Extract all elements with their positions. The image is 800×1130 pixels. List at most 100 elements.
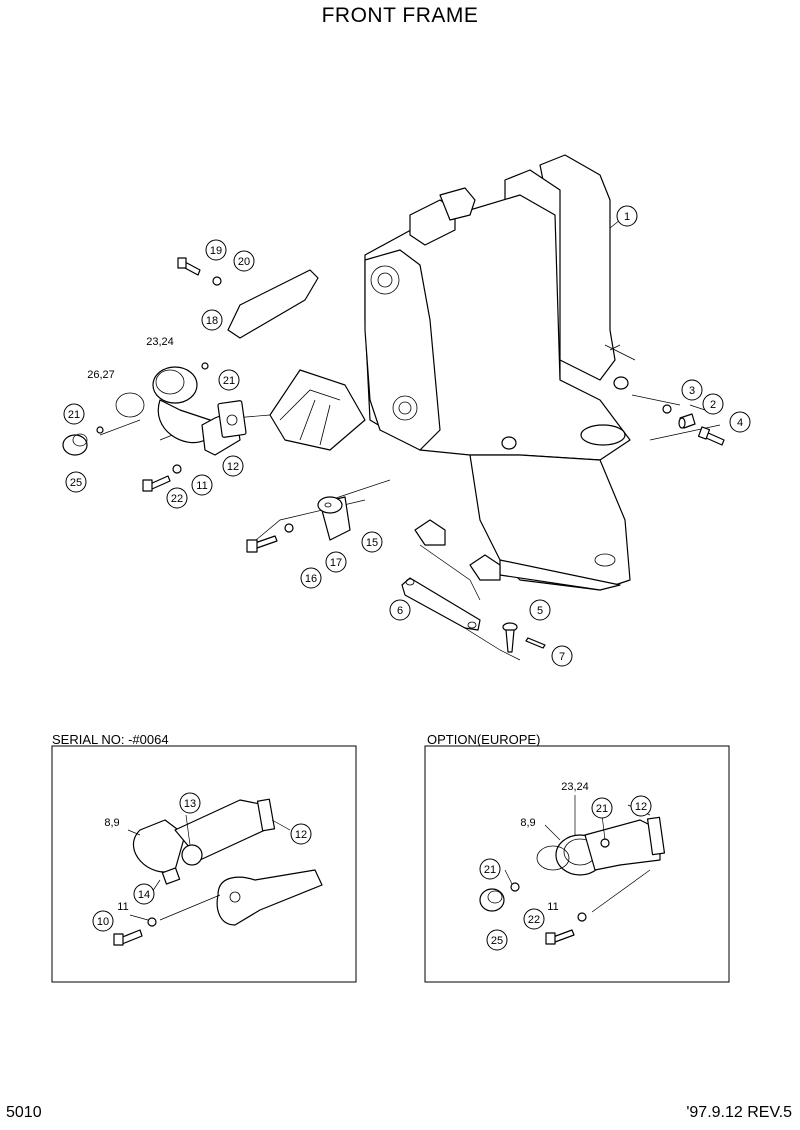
- revision-date: '97.9.12 REV.5: [686, 1104, 792, 1121]
- svg-text:18: 18: [206, 315, 218, 327]
- svg-text:21: 21: [484, 864, 496, 876]
- callout-11: 11: [191, 474, 213, 496]
- washer-3-icon: [662, 404, 672, 414]
- callout-22: 22: [166, 487, 188, 509]
- callout-1: 1: [616, 205, 638, 227]
- page-title: FRONT FRAME: [321, 4, 479, 27]
- pin-15-icon: [317, 496, 351, 541]
- callout-25: 25: [65, 471, 87, 493]
- svg-text:21: 21: [596, 803, 608, 815]
- svg-text:3: 3: [689, 385, 695, 397]
- svg-text:14: 14: [138, 889, 150, 901]
- svg-text:15: 15: [366, 537, 378, 549]
- svg-text:20: 20: [238, 256, 250, 268]
- plate-18-icon: [227, 269, 319, 339]
- callout-3: 3: [681, 379, 703, 401]
- callout-13: 13: [179, 792, 201, 814]
- callout-2: 2: [702, 393, 724, 415]
- inset-right-callouts: 8,9 11 12 21 21 22 23,24 25: [479, 781, 652, 951]
- callout-7: 7: [551, 645, 573, 667]
- svg-text:22: 22: [171, 493, 183, 505]
- callout-19: 19: [205, 239, 227, 261]
- muffler-group-icon: [115, 366, 247, 456]
- bolt-22-icon: [142, 475, 171, 492]
- svg-text:8,9: 8,9: [520, 817, 535, 829]
- svg-text:21: 21: [223, 375, 235, 387]
- callout-4: 4: [729, 411, 751, 433]
- svg-text:13: 13: [184, 798, 196, 810]
- callout-8-9: 8,9: [104, 817, 119, 829]
- callout-5: 5: [529, 599, 551, 621]
- inset-right-parts: [479, 795, 666, 945]
- svg-text:12: 12: [635, 801, 647, 813]
- washer-11-icon: [172, 464, 182, 474]
- callout-23-24: 23,24: [561, 781, 589, 793]
- callout-8-9: 8,9: [520, 817, 535, 829]
- svg-text:22: 22: [528, 914, 540, 926]
- washer-17-icon: [284, 523, 294, 533]
- svg-text:5: 5: [537, 605, 543, 617]
- callout-11: 11: [547, 901, 558, 913]
- svg-text:10: 10: [97, 916, 109, 928]
- callout-12: 12: [290, 823, 312, 845]
- callout-21-b: 21: [63, 403, 85, 425]
- callout-26-27: 26,27: [87, 369, 115, 381]
- washer-21-icon: [96, 426, 104, 434]
- callout-10: 10: [92, 910, 114, 932]
- callout-23-24: 23,24: [146, 336, 174, 348]
- washer-20-icon: [212, 276, 222, 286]
- callout-22: 22: [523, 908, 545, 930]
- inset-left-label: SERIAL NO: -#0064: [52, 732, 169, 747]
- cap-25-icon: [62, 433, 88, 456]
- page-number: 5010: [6, 1104, 42, 1121]
- callout-15: 15: [361, 531, 383, 553]
- svg-text:11: 11: [196, 480, 207, 492]
- svg-text:11: 11: [547, 901, 558, 913]
- inset-left-parts: [113, 798, 323, 946]
- bushing-2-icon: [678, 413, 696, 429]
- callout-11: 11: [117, 901, 128, 913]
- callout-6: 6: [389, 599, 411, 621]
- callout-12: 12: [630, 795, 652, 817]
- callout-20: 20: [233, 250, 255, 272]
- callout-21-a: 21: [591, 797, 613, 819]
- svg-text:23,24: 23,24: [561, 781, 589, 793]
- svg-text:7: 7: [559, 651, 565, 663]
- callout-21-b: 21: [479, 858, 501, 880]
- callout-14: 14: [133, 883, 155, 905]
- svg-text:2: 2: [710, 399, 716, 411]
- inset-left-callouts: 8,9 10 11 12 13 14: [92, 792, 312, 932]
- svg-text:21: 21: [68, 409, 80, 421]
- svg-text:17: 17: [330, 557, 342, 569]
- inset-right-frame: [424, 745, 730, 983]
- svg-text:25: 25: [70, 477, 82, 489]
- svg-text:11: 11: [117, 901, 128, 913]
- callout-12: 12: [222, 455, 244, 477]
- callout-17: 17: [325, 551, 347, 573]
- callout-25: 25: [486, 929, 508, 951]
- bolt-4-icon: [697, 426, 725, 446]
- bolt-16-icon: [246, 535, 278, 553]
- svg-text:12: 12: [295, 829, 307, 841]
- svg-text:23,24: 23,24: [146, 336, 174, 348]
- bolt-19-icon: [177, 257, 201, 276]
- svg-text:26,27: 26,27: [87, 369, 115, 381]
- svg-text:19: 19: [210, 245, 222, 257]
- link-6-icon: [401, 577, 481, 631]
- svg-text:1: 1: [624, 211, 630, 223]
- svg-text:4: 4: [737, 417, 743, 429]
- front-frame-part: [269, 154, 636, 591]
- washer-21-icon: [201, 362, 209, 370]
- svg-text:16: 16: [305, 573, 317, 585]
- main-callouts: 1 2 3 4 5 6 7 11 12 15 16 17 18 19 20 21…: [63, 205, 751, 667]
- callout-21-a: 21: [218, 369, 240, 391]
- inset-left-frame: [51, 745, 357, 983]
- pin-5-icon: [502, 622, 518, 653]
- callout-16: 16: [300, 567, 322, 589]
- callout-18: 18: [201, 309, 223, 331]
- svg-text:25: 25: [491, 935, 503, 947]
- cotter-pin-7-icon: [525, 637, 546, 649]
- svg-text:6: 6: [397, 605, 403, 617]
- inset-right-label: OPTION(EUROPE): [427, 732, 541, 747]
